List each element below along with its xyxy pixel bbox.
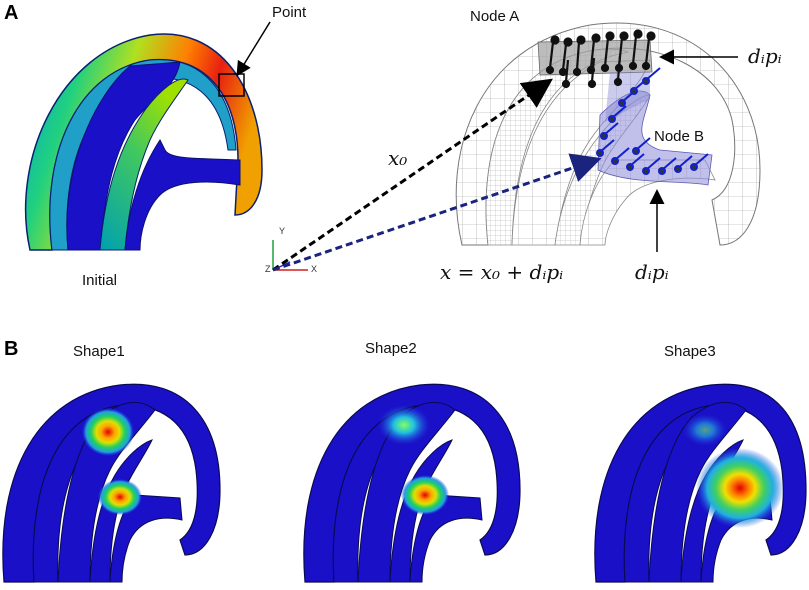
- shape2-label: Shape2: [365, 340, 417, 357]
- node-a-label: Node A: [470, 8, 520, 25]
- point-label: Point: [272, 4, 307, 21]
- initial-label: Initial: [82, 272, 118, 289]
- node-a-vectors: [545, 29, 656, 89]
- axis-y-label: Y: [279, 226, 286, 236]
- shape3-model: [594, 383, 807, 583]
- point-marker-box: [218, 73, 245, 97]
- node-b-vectors: [596, 67, 709, 175]
- point-arrow: [236, 21, 271, 77]
- axis-x-label: X: [311, 264, 318, 274]
- shape3-label: Shape3: [664, 343, 716, 360]
- dp-label-bottom: dᵢpᵢ: [635, 260, 669, 284]
- x0-vector-arrow: [272, 78, 553, 272]
- axis-z-label: Z: [265, 264, 271, 274]
- shape1-label: Shape1: [73, 343, 125, 360]
- equation-label: x = x₀ + dᵢpᵢ: [440, 260, 564, 284]
- panel-label-b: B: [4, 338, 19, 360]
- initial-model: [24, 33, 263, 251]
- shape2-model: [303, 383, 521, 583]
- shape1-model: [2, 383, 221, 583]
- node-b-label: Node B: [654, 128, 705, 145]
- panel-label-a: A: [4, 2, 19, 24]
- x-vector-arrow: [272, 153, 602, 272]
- x0-label: x₀: [388, 146, 408, 170]
- dp-label-top: dᵢpᵢ: [748, 44, 782, 68]
